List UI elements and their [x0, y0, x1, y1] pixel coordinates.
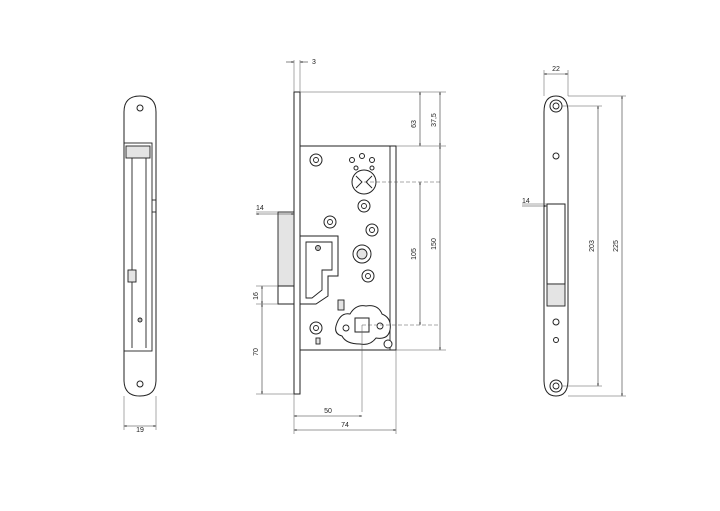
front-view: 3 63 37,5 105 150 14 16 70 50 74	[253, 59, 446, 434]
front-screw-3	[309, 321, 323, 335]
side-latch-housing	[125, 145, 151, 159]
dim-front-37-5: 37,5	[431, 113, 438, 127]
dim-front-50: 50	[324, 408, 332, 415]
dim-front-74: 74	[341, 422, 349, 429]
front-screw-4	[357, 199, 371, 213]
dim-front-14: 14	[256, 205, 264, 212]
dim-front-16: 16	[253, 292, 260, 300]
side-screw-top	[136, 104, 144, 112]
dim-front-105: 105	[411, 248, 418, 260]
plate-latch-slot	[546, 203, 566, 285]
plate-screw-top	[549, 99, 563, 113]
dim-front-150: 150	[431, 238, 438, 250]
front-screw-7	[383, 339, 393, 349]
front-latch-pin	[315, 245, 321, 251]
plate-hole-3	[552, 318, 560, 326]
dim-plate-225: 225	[613, 240, 620, 252]
dim-plate-14: 14	[522, 198, 530, 205]
front-screw-1	[309, 153, 323, 167]
side-bolt	[127, 269, 137, 283]
plate-bolt-slot	[546, 283, 566, 307]
dim-front-3: 3	[312, 59, 316, 66]
side-view: 19	[123, 95, 157, 434]
front-latch-mechanism	[299, 235, 339, 305]
plate-hole-4	[553, 337, 559, 343]
front-screw-6	[361, 269, 375, 283]
dim-front-70: 70	[253, 348, 260, 356]
plate-screw-bottom	[549, 379, 563, 393]
dim-plate-22: 22	[552, 66, 560, 73]
dim-side-width: 19	[136, 427, 144, 434]
front-faceplate	[293, 91, 301, 395]
plate-hole-1	[552, 152, 560, 160]
side-pin	[137, 317, 143, 323]
front-latch-bolt	[277, 211, 295, 287]
faceplate-view: 22 14 203 225	[522, 66, 626, 397]
side-screw-bottom	[136, 380, 144, 388]
front-screw-5	[365, 223, 379, 237]
dim-plate-203: 203	[589, 240, 596, 252]
dim-front-63: 63	[411, 120, 418, 128]
side-lock-body	[123, 142, 153, 352]
front-screw-2	[323, 215, 337, 229]
